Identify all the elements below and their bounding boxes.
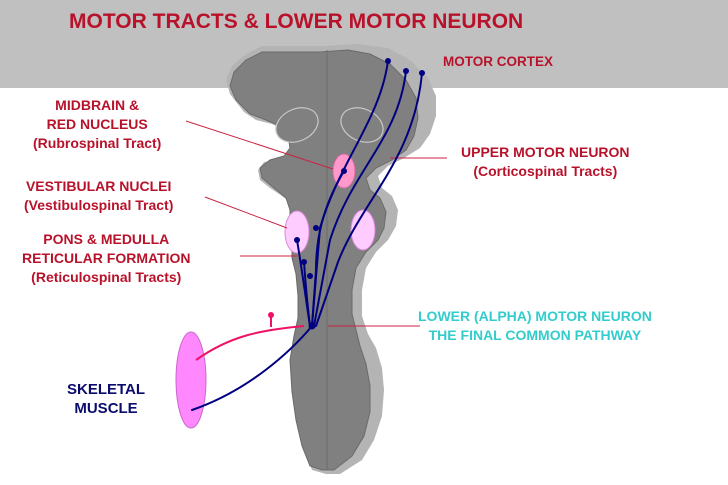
- cortex-dot-3: [419, 70, 425, 76]
- sensory-path: [195, 325, 305, 361]
- cortex-dot-1: [385, 58, 391, 64]
- midbrain-dot: [313, 225, 319, 231]
- label-muscle-line-2: MUSCLE: [74, 400, 138, 417]
- label-motor-cortex: MOTOR CORTEX: [443, 54, 554, 69]
- label-pons-line-3: (Reticulospinal Tracts): [31, 269, 182, 285]
- diagram-title: MOTOR TRACTS & LOWER MOTOR NEURON: [69, 10, 524, 33]
- tract-dots: [294, 58, 425, 330]
- motor-axon-to-muscle: [191, 325, 313, 411]
- leader-midbrain: [185, 120, 334, 170]
- cortex-right-oval: [340, 107, 384, 143]
- rubrospinal-tract: [311, 170, 345, 327]
- vestibular-nucleus-right: [350, 209, 376, 251]
- corticospinal-tract-2: [313, 70, 407, 327]
- reticulospinal-tract: [303, 261, 311, 327]
- label-muscle-line-1: SKELETAL: [67, 381, 146, 398]
- medulla-dot: [307, 273, 313, 279]
- skeletal-muscle: [175, 331, 207, 429]
- label-upper-motor-neuron: UPPER MOTOR NEURON (Corticospinal Tracts…: [461, 143, 630, 181]
- brainstem-front-face: [229, 49, 419, 471]
- cortex-left-oval: [275, 107, 319, 143]
- label-vestibular-line-1: VESTIBULAR NUCLEI: [25, 178, 172, 194]
- label-midbrain-line-2: RED NUCLEUS: [46, 116, 148, 132]
- label-umn-line-2: (Corticospinal Tracts): [473, 163, 618, 179]
- sensory-dot: [268, 312, 274, 318]
- label-pons-line-1: PONS & MEDULLA: [43, 231, 170, 247]
- pons-dot: [301, 259, 307, 265]
- red-nucleus-dot: [341, 168, 347, 174]
- descending-tracts: [191, 60, 423, 411]
- vestibular-dot: [294, 237, 300, 243]
- lower-motor-neuron-dot: [308, 322, 316, 330]
- label-umn-line-1: UPPER MOTOR NEURON: [461, 144, 630, 160]
- vestibular-nucleus-left: [284, 210, 310, 254]
- sensory-fibre: [195, 315, 305, 361]
- label-lower-motor-neuron: LOWER (ALPHA) MOTOR NEURON THE FINAL COM…: [418, 307, 652, 345]
- label-midbrain: MIDBRAIN & RED NUCLEUS (Rubrospinal Trac…: [33, 96, 161, 153]
- leader-lines: [185, 120, 447, 327]
- label-pons-line-2: RETICULAR FORMATION: [22, 250, 191, 266]
- label-vestibular-line-2: (Vestibulospinal Tract): [24, 197, 174, 213]
- cortex-dot-2: [403, 68, 409, 74]
- label-vestibular-nuclei: VESTIBULAR NUCLEI (Vestibulospinal Tract…: [24, 177, 173, 215]
- corticospinal-tract-3: [315, 72, 423, 327]
- label-midbrain-line-1: MIDBRAIN &: [55, 97, 140, 113]
- label-midbrain-line-3: (Rubrospinal Tract): [33, 135, 162, 151]
- label-lmn-line-1: LOWER (ALPHA) MOTOR NEURON: [418, 308, 652, 324]
- leader-vestibular: [204, 196, 288, 229]
- label-lmn-line-2: THE FINAL COMMON PATHWAY: [428, 327, 642, 343]
- label-pons-medulla: PONS & MEDULLA RETICULAR FORMATION (Reti…: [22, 230, 191, 287]
- label-skeletal-muscle: SKELETAL MUSCLE: [67, 380, 145, 418]
